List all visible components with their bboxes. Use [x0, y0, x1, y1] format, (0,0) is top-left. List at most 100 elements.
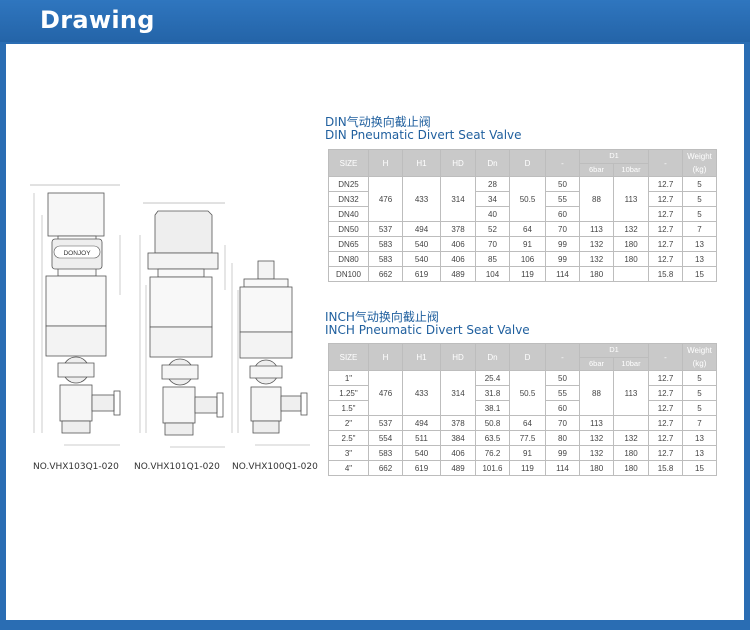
donjoy-logo: DONJOY — [53, 245, 101, 259]
cell-x: 99 — [545, 236, 580, 252]
cell-size: 2" — [328, 415, 369, 431]
col-header-6bar: 6bar — [579, 162, 614, 177]
cell-l: 15.8 — [648, 266, 683, 282]
content-panel — [6, 44, 744, 620]
valve-drawings: DONJOY — [30, 184, 310, 448]
cell-weight: 13 — [682, 251, 717, 267]
col-header-size: SIZE — [328, 343, 369, 371]
cell-6bar: 132 — [579, 251, 614, 267]
cell-x: 55 — [545, 191, 580, 207]
col-header-size: SIZE — [328, 149, 369, 177]
cell-weight: 5 — [682, 191, 717, 207]
cell-l: 12.7 — [648, 385, 683, 401]
cell-dn: 34 — [475, 191, 510, 207]
cell-d: 106 — [509, 251, 546, 267]
cell-hd: 489 — [440, 460, 476, 476]
cell-x: 70 — [545, 221, 580, 237]
cell-hd: 314 — [440, 370, 476, 416]
cell-h: 537 — [368, 221, 403, 237]
cell-d: 119 — [509, 460, 546, 476]
cell-weight: 5 — [682, 206, 717, 222]
cell-dn: 50.8 — [475, 415, 510, 431]
header-bar: Drawing — [0, 0, 750, 42]
drawing-caption-3: NO.VHX100Q1-020 — [232, 462, 318, 472]
valve-drawing-1 — [30, 184, 121, 446]
cell-hd: 406 — [440, 445, 476, 461]
cell-dn: 63.5 — [475, 430, 510, 446]
cell-x: 60 — [545, 400, 580, 416]
cell-hd: 378 — [440, 415, 476, 431]
cell-d: 91 — [509, 236, 546, 252]
cell-x: 50 — [545, 176, 580, 192]
cell-h1: 433 — [402, 176, 441, 222]
col-header-blank: - — [545, 149, 580, 177]
cell-h: 583 — [368, 251, 403, 267]
cell-6bar: 180 — [579, 266, 614, 282]
cell-6bar: 132 — [579, 445, 614, 461]
cell-dn: 52 — [475, 221, 510, 237]
cell-size: 1" — [328, 370, 369, 386]
cell-hd: 489 — [440, 266, 476, 282]
drawing-caption-1: NO.VHX103Q1-020 — [33, 462, 119, 472]
din-table-title-en: DIN Pneumatic Divert Seat Valve — [325, 128, 522, 142]
cell-10bar: 180 — [613, 460, 649, 476]
cell-l: 12.7 — [648, 400, 683, 416]
cell-d: 64 — [509, 415, 546, 431]
cell-dn: 38.1 — [475, 400, 510, 416]
cell-x: 50 — [545, 370, 580, 386]
col-header-d: D — [509, 149, 546, 177]
cell-10bar — [613, 415, 649, 431]
cell-h: 537 — [368, 415, 403, 431]
cell-d: 50.5 — [509, 370, 546, 416]
cell-x: 114 — [545, 460, 580, 476]
cell-x: 70 — [545, 415, 580, 431]
cell-dn: 28 — [475, 176, 510, 192]
cell-size: DN25 — [328, 176, 369, 192]
cell-h1: 540 — [402, 236, 441, 252]
cell-weight: 5 — [682, 385, 717, 401]
cell-dn: 25.4 — [475, 370, 510, 386]
cell-x: 99 — [545, 445, 580, 461]
valve-drawing-2 — [139, 202, 226, 448]
cell-x: 60 — [545, 206, 580, 222]
cell-x: 80 — [545, 430, 580, 446]
drawing-caption-2: NO.VHX101Q1-020 — [134, 462, 220, 472]
cell-dn: 40 — [475, 206, 510, 222]
col-header-d1: D1 — [579, 343, 649, 358]
col-header-blank: - — [545, 343, 580, 371]
col-header-dn: Dn — [475, 343, 510, 371]
col-header-h: H — [368, 343, 403, 371]
cell-weight: 13 — [682, 236, 717, 252]
cell-6bar: 180 — [579, 460, 614, 476]
col-header-6bar: 6bar — [579, 356, 614, 371]
cell-weight: 5 — [682, 176, 717, 192]
cell-dn: 31.8 — [475, 385, 510, 401]
cell-x: 55 — [545, 385, 580, 401]
cell-10bar: 132 — [613, 430, 649, 446]
cell-l: 12.7 — [648, 221, 683, 237]
cell-d: 64 — [509, 221, 546, 237]
cell-weight: 15 — [682, 266, 717, 282]
cell-h: 476 — [368, 370, 403, 416]
col-header-d: D — [509, 343, 546, 371]
cell-dn: 70 — [475, 236, 510, 252]
cell-6bar: 88 — [579, 176, 614, 222]
cell-size: 1.25" — [328, 385, 369, 401]
cell-h: 583 — [368, 236, 403, 252]
cell-weight: 13 — [682, 430, 717, 446]
cell-10bar — [613, 266, 649, 282]
cell-h1: 433 — [402, 370, 441, 416]
cell-l: 12.7 — [648, 415, 683, 431]
cell-weight: 13 — [682, 445, 717, 461]
cell-6bar: 113 — [579, 415, 614, 431]
cell-l: 12.7 — [648, 176, 683, 192]
